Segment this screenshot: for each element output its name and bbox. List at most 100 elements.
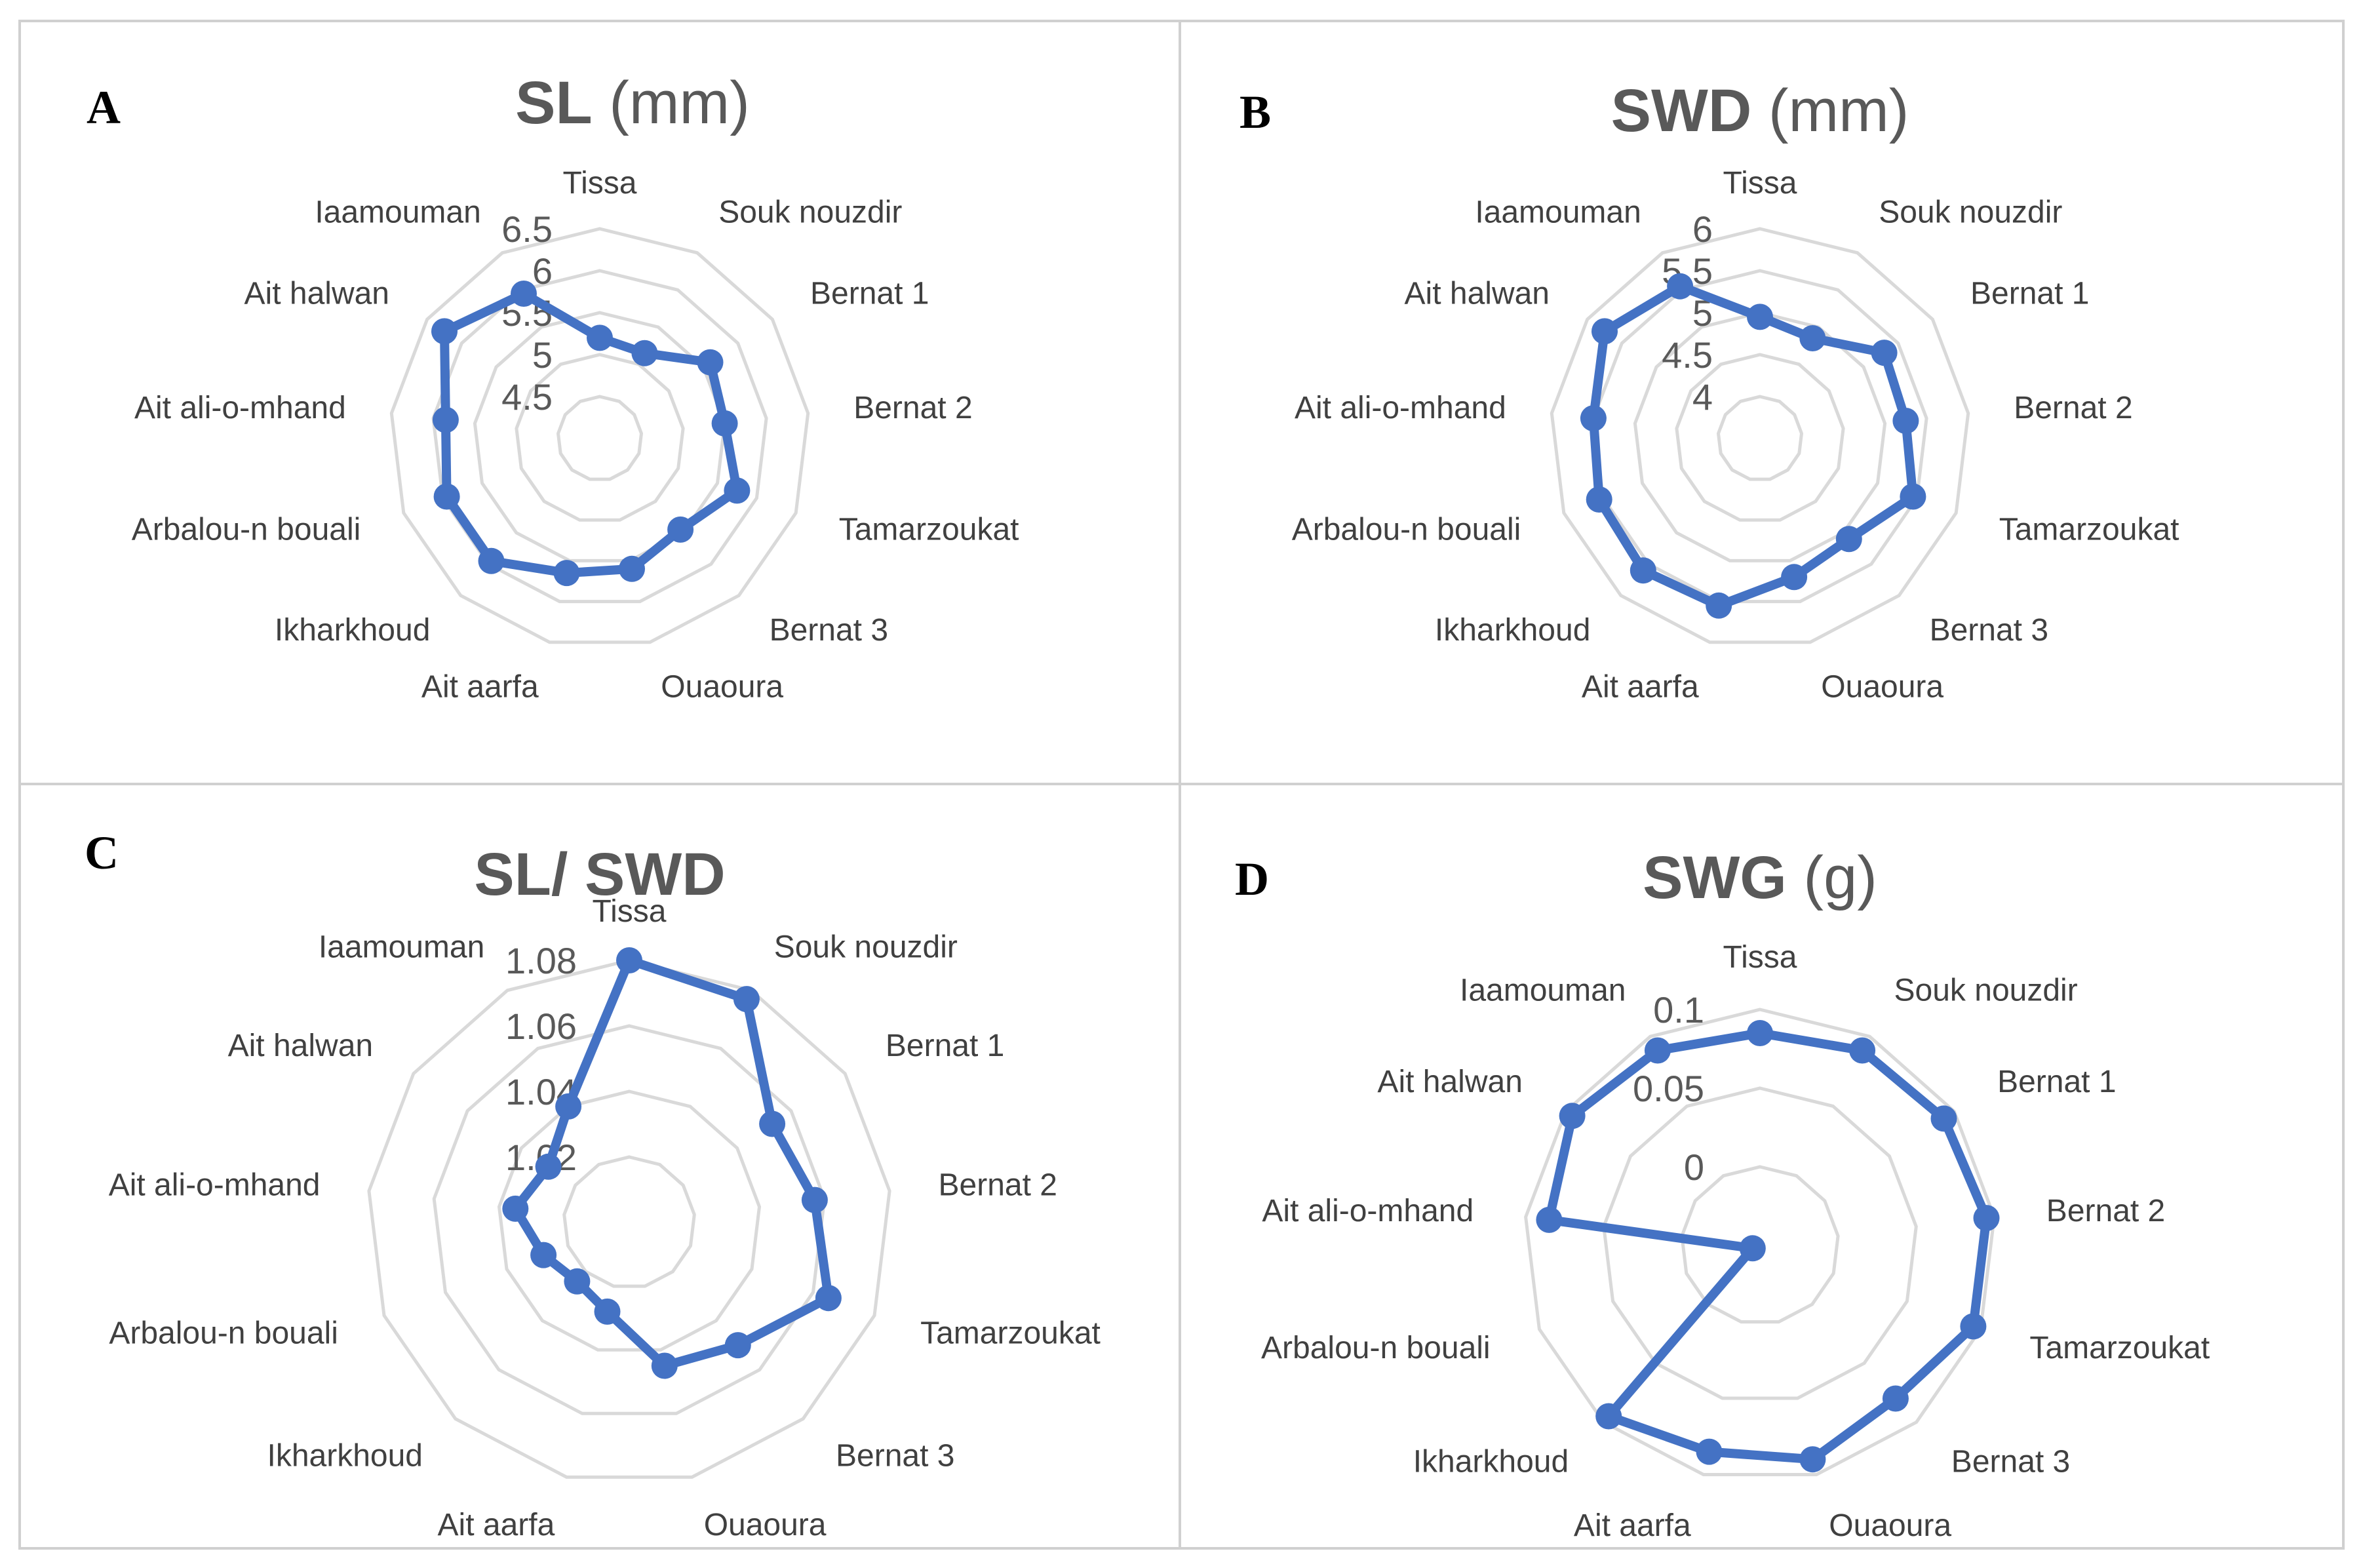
data-point (511, 281, 537, 307)
category-label: Arbalou-n bouali (1261, 1331, 1491, 1365)
tick-label: 1.06 (505, 1006, 577, 1047)
data-point (432, 406, 459, 433)
grid-ring (389, 227, 810, 644)
grid-ring (473, 311, 727, 562)
panel-letter: B (1240, 86, 1271, 138)
category-label: Bernat 1 (886, 1029, 1004, 1063)
data-point (1667, 273, 1694, 300)
data-point (1960, 1313, 1987, 1340)
category-label: Bernat 3 (770, 613, 888, 648)
tick-label: 4 (1692, 376, 1713, 418)
grid-ring (515, 353, 685, 522)
data-point (1882, 1385, 1909, 1412)
data-point (631, 340, 658, 366)
category-label: Bernat 3 (1951, 1444, 2070, 1479)
data-point (594, 1298, 621, 1325)
category-label: Iaamouman (315, 195, 480, 230)
data-point (1696, 1438, 1723, 1465)
data-point (1644, 1037, 1671, 1064)
data-point (724, 477, 751, 504)
category-label: Tissa (1723, 166, 1797, 201)
category-label: Ikharkhoud (1435, 613, 1591, 648)
data-point (651, 1352, 678, 1379)
grid-ring (1680, 1165, 1840, 1323)
category-label: Ikharkhoud (1413, 1444, 1569, 1479)
tick-label: 5 (532, 334, 553, 376)
grid-ring (431, 269, 768, 604)
data-point (1799, 325, 1826, 351)
category-label: Ait aarfa (1582, 670, 1699, 705)
chart-title: SWG (g) (1643, 844, 1877, 911)
category-label: Tissa (593, 894, 667, 929)
data-point (616, 947, 642, 973)
tick-label: 6.5 (501, 208, 553, 250)
category-label: Iaamouman (1475, 195, 1641, 230)
category-label: Tissa (563, 166, 637, 201)
category-label: Ait ali-o-mhand (109, 1168, 321, 1203)
data-point (1930, 1105, 1957, 1132)
category-label: Ouaoura (1821, 670, 1943, 705)
category-label: Bernat 1 (1970, 277, 2089, 311)
data-point (1892, 408, 1919, 434)
category-label: Iaamouman (1460, 973, 1626, 1008)
data-point (1747, 304, 1773, 330)
data-point (1739, 1235, 1766, 1262)
data-point (555, 1093, 582, 1120)
data-point (1586, 486, 1612, 513)
category-label: Ait aarfa (1574, 1508, 1691, 1543)
category-label: Tamarzoukat (920, 1316, 1101, 1350)
grid-ring (432, 1024, 827, 1415)
tick-label: 0 (1684, 1147, 1704, 1188)
grid-ring (367, 958, 891, 1479)
tick-label: 6 (1692, 208, 1713, 250)
chart-title-unit: (mm) (1751, 77, 1909, 144)
data-point (724, 1332, 751, 1359)
chart-title: SWD (mm) (1611, 77, 1909, 144)
category-label: Bernat 2 (2046, 1194, 2165, 1228)
category-label: Tamarzoukat (1999, 512, 2179, 547)
chart-title-bold: SWG (1643, 844, 1787, 911)
data-point (1900, 483, 1926, 510)
tick-label: 6 (532, 250, 553, 292)
chart-title: SL/ SWD (474, 841, 725, 908)
tick-label: 4.5 (501, 376, 553, 418)
category-label: Souk nouzdir (718, 195, 902, 230)
data-point (1592, 318, 1618, 345)
grid-ring (1592, 269, 1928, 604)
grid-ring (1602, 1086, 1918, 1400)
data-point (1580, 405, 1607, 432)
category-label: Souk nouzdir (1894, 973, 2078, 1008)
tick-label: 0.1 (1653, 989, 1704, 1030)
category-label: Arbalou-n bouali (109, 1316, 338, 1350)
data-point (553, 560, 580, 587)
data-point (619, 555, 645, 582)
panel-letter: C (85, 827, 119, 879)
data-point (1747, 1020, 1773, 1046)
chart-title-bold: SL (515, 69, 593, 136)
category-label: Souk nouzdir (1879, 195, 2062, 230)
chart-title-unit: (mm) (593, 69, 750, 136)
series-line (1544, 1029, 1991, 1464)
grid-ring (1633, 311, 1887, 562)
category-label: Ait halwan (1377, 1065, 1522, 1099)
data-point (1835, 526, 1862, 553)
grid-ring (497, 1089, 762, 1352)
chart-title-unit: (g) (1787, 844, 1877, 911)
tick-label: 0.05 (1633, 1068, 1704, 1109)
data-point (1799, 1446, 1826, 1473)
data-point (733, 986, 760, 1013)
category-label: Ait halwan (228, 1029, 373, 1063)
data-point (1630, 557, 1656, 584)
grid-ring (1675, 353, 1845, 522)
data-point (1849, 1037, 1876, 1064)
category-label: Tamarzoukat (2029, 1331, 2210, 1365)
category-label: Ait aarfa (438, 1508, 555, 1542)
data-point (587, 324, 613, 351)
data-point (1559, 1103, 1586, 1129)
data-point (502, 1195, 529, 1222)
data-point (697, 349, 724, 376)
category-label: Ouaoura (661, 670, 783, 705)
